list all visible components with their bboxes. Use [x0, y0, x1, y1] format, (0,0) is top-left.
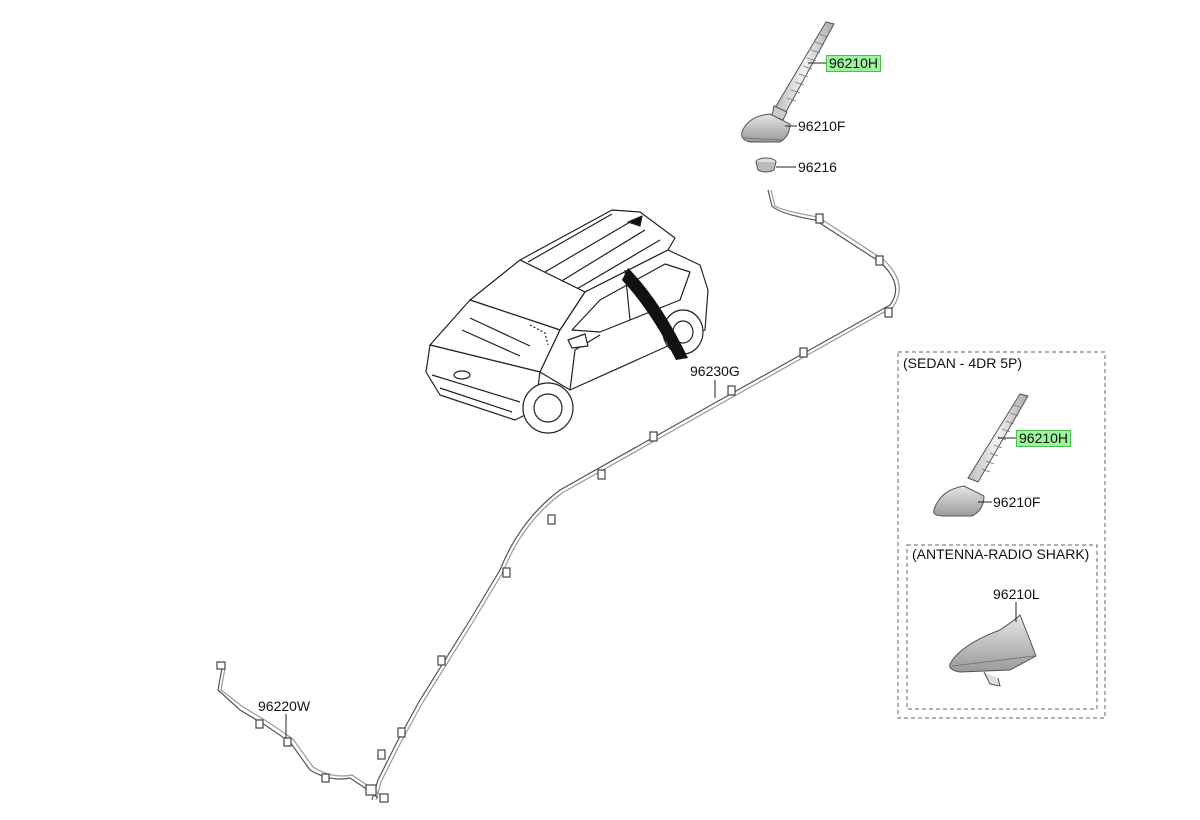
leader-lines: [285, 62, 828, 738]
vehicle-illustration: [425, 209, 709, 434]
shark-variant-box: [906, 544, 1098, 710]
sedan-box-title: (SEDAN - 4DR 5P): [903, 355, 1023, 372]
shark-box-title: (ANTENNA-RADIO SHARK): [912, 546, 1090, 563]
location-pointer-arrow: [622, 268, 688, 360]
sedan-antenna-base-part: [933, 485, 985, 517]
feeder-cable: [371, 189, 900, 801]
callout-antenna-base[interactable]: 96210F: [798, 118, 846, 134]
callout-sedan-antenna-mast[interactable]: 96210H: [1016, 430, 1072, 447]
antenna-mast-part: [771, 21, 835, 121]
extension-cable: [216, 661, 389, 803]
sedan-variant-box: [897, 351, 1106, 719]
callout-antenna-mast[interactable]: 96210H: [826, 55, 882, 72]
callout-extension-cable[interactable]: 96220W: [258, 698, 311, 714]
callout-shark-antenna[interactable]: 96210L: [993, 586, 1040, 602]
callout-sedan-antenna-base[interactable]: 96210F: [993, 494, 1041, 510]
shark-antenna-part: [949, 614, 1037, 687]
antenna-base-part: [741, 113, 791, 143]
callout-feeder-cable[interactable]: 96230G: [690, 363, 740, 379]
grommet-part: [755, 157, 777, 173]
callout-grommet[interactable]: 96216: [798, 159, 837, 175]
